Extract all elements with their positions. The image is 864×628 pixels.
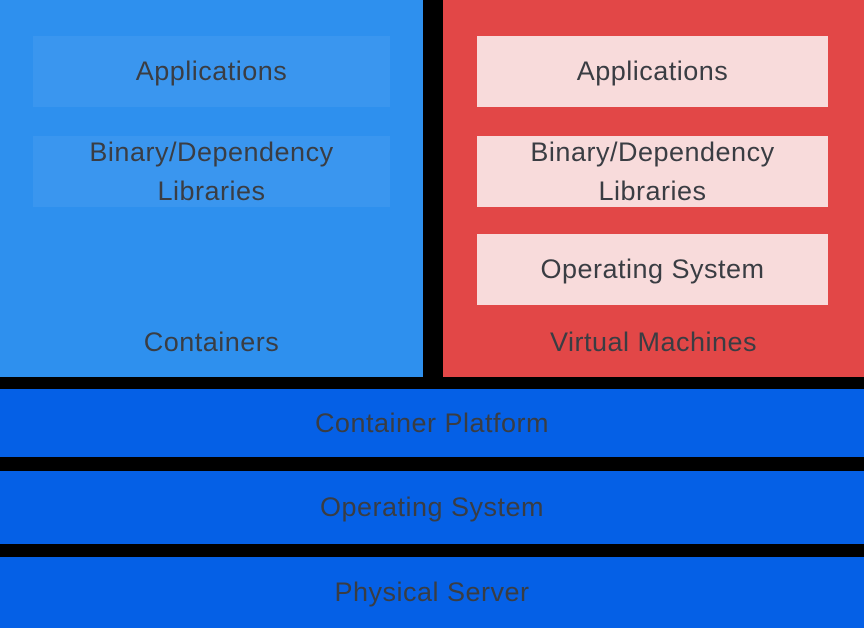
virtual-machines-panel-label: Virtual Machines bbox=[549, 326, 758, 357]
operating-system-bar: Operating System bbox=[0, 471, 864, 544]
virtual-machines-panel: Applications Binary/Dependency Libraries… bbox=[443, 0, 864, 377]
containers-binary-dependency-libraries-box: Binary/Dependency Libraries bbox=[33, 136, 390, 207]
vm-applications-box: Applications bbox=[477, 36, 828, 107]
physical-server-bar: Physical Server bbox=[0, 557, 864, 628]
containers-panel-label: Containers bbox=[143, 326, 280, 357]
containers-panel: Applications Binary/Dependency Libraries… bbox=[0, 0, 423, 377]
container-platform-bar: Container Platform bbox=[0, 389, 864, 457]
containers-applications-box: Applications bbox=[33, 36, 390, 107]
vm-binary-dependency-libraries-box: Binary/Dependency Libraries bbox=[477, 136, 828, 207]
vm-operating-system-box: Operating System bbox=[477, 234, 828, 305]
